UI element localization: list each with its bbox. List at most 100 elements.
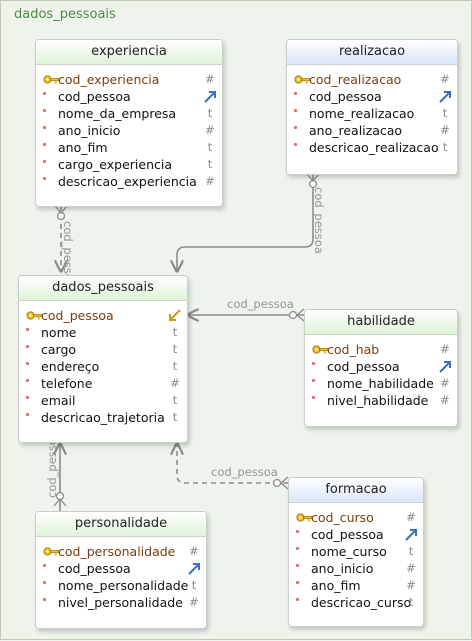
field-row[interactable]: nivel_habilidade# <box>305 392 457 409</box>
field-name: cod_pessoa <box>311 527 384 542</box>
link-experiencia-dados-pessoais[interactable] <box>54 205 68 271</box>
field-type-icon: # <box>205 174 215 188</box>
field-name: cod_pessoa <box>58 561 131 576</box>
field-type-icon: t <box>408 595 414 609</box>
entity-header[interactable]: experiencia <box>36 40 222 65</box>
field-row[interactable]: ano_inicio# <box>289 560 423 577</box>
entity-header[interactable]: habilidade <box>305 310 457 335</box>
primary-key-icon <box>291 71 310 88</box>
field-name: email <box>41 393 76 408</box>
field-row[interactable]: cod_pessoa <box>36 560 206 577</box>
primary-key-icon <box>309 341 328 358</box>
field-type-icon: t <box>172 393 178 407</box>
entity-header[interactable]: dados_pessoais <box>19 276 187 301</box>
link-formacao-dados-pessoais[interactable] <box>177 444 289 490</box>
field-name: cod_pessoa <box>41 308 114 323</box>
field-name: ano_fim <box>58 140 108 155</box>
required-dot-icon <box>309 392 325 409</box>
field-row[interactable]: cod_pessoa <box>305 358 457 375</box>
required-dot-icon <box>23 341 39 358</box>
field-name: cod_experiencia <box>58 72 160 87</box>
entity-header[interactable]: personalidade <box>36 512 206 537</box>
field-row[interactable]: cod_pessoa <box>36 88 222 105</box>
required-dot-icon <box>309 358 325 375</box>
field-name: cod_pessoa <box>58 89 131 104</box>
field-type-icon: # <box>205 72 215 86</box>
field-name: nome_personalidade <box>58 578 189 593</box>
link-realizacao-dados-pessoais[interactable] <box>177 173 320 271</box>
field-row[interactable]: cod_curso # <box>289 509 423 526</box>
field-name: descricao_realizacao <box>309 140 439 155</box>
field-type-icon: t <box>408 544 414 558</box>
field-row[interactable]: cod_pessoa <box>19 307 187 324</box>
field-row[interactable]: cod_pessoa <box>289 526 423 543</box>
field-type-icon: t <box>191 578 197 592</box>
link-label-formacao: cod_pessoa <box>211 465 278 479</box>
field-name: nivel_personalidade <box>58 595 183 610</box>
field-row[interactable]: ano_fim t <box>36 139 222 156</box>
field-type-icon: t <box>172 325 178 339</box>
field-row[interactable]: cod_realizacao# <box>287 71 457 88</box>
field-name: nivel_habilidade <box>327 393 429 408</box>
link-label-realizacao: cod_pessoa <box>312 187 326 254</box>
primary-key-icon <box>40 543 59 560</box>
required-dot-icon <box>23 358 39 375</box>
field-type-icon: t <box>207 140 213 154</box>
field-type-icon: # <box>406 510 416 524</box>
field-name: cod_hab <box>327 342 380 357</box>
field-name: cod_personalidade <box>58 544 176 559</box>
field-row[interactable]: ano_fim# <box>289 577 423 594</box>
diagram-title: dados_pessoais <box>14 7 116 22</box>
field-row[interactable]: cod_hab# <box>305 341 457 358</box>
field-row[interactable]: ano_inicio# <box>36 122 222 139</box>
required-dot-icon <box>291 88 307 105</box>
field-row[interactable]: cod_pessoa <box>287 88 457 105</box>
field-type-icon: t <box>207 106 213 120</box>
required-dot-icon <box>291 105 307 122</box>
required-dot-icon <box>40 156 56 173</box>
field-name: ano_inicio <box>311 561 374 576</box>
field-name: cod_curso <box>311 510 374 525</box>
field-row[interactable]: email t <box>19 392 187 409</box>
link-habilidade-dados-pessoais[interactable] <box>188 308 305 322</box>
field-row[interactable]: nome_habilidade# <box>305 375 457 392</box>
field-row[interactable]: descricao_experiencia# <box>36 173 222 190</box>
field-row[interactable]: ano_realizacao# <box>287 122 457 139</box>
field-type-icon: # <box>440 376 450 390</box>
required-dot-icon <box>309 375 325 392</box>
field-name: descricao_curso <box>311 595 412 610</box>
field-row[interactable]: cod_personalidade# <box>36 543 206 560</box>
field-row[interactable]: telefone# <box>19 375 187 392</box>
field-name: ano_realizacao <box>309 123 403 138</box>
link-personalidade-dados-pessoais[interactable] <box>53 444 67 511</box>
field-row[interactable]: nivel_personalidade# <box>36 594 206 611</box>
field-name: ano_fim <box>311 578 361 593</box>
entity-header[interactable]: formacao <box>289 478 423 503</box>
required-dot-icon <box>23 375 39 392</box>
field-name: cargo_experiencia <box>58 157 173 172</box>
primary-key-icon <box>23 307 42 324</box>
primary-key-icon <box>293 509 312 526</box>
entity-header[interactable]: realizacao <box>287 40 457 65</box>
field-row[interactable]: cod_experiencia # <box>36 71 222 88</box>
